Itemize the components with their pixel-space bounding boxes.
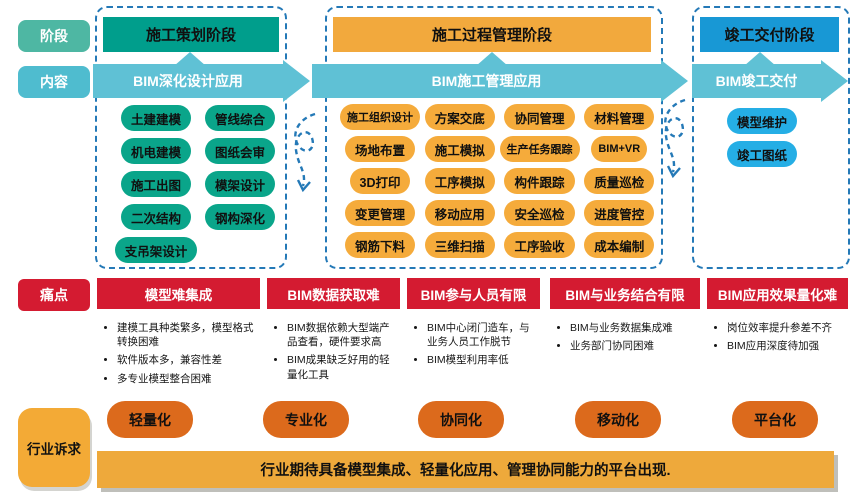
- row-label-content: 内容: [18, 66, 90, 98]
- app-pill: 工序模拟: [424, 168, 495, 194]
- phase-group-planning: [95, 6, 287, 269]
- pain-bullet: BIM模型利用率低: [427, 353, 540, 367]
- app-pill: 钢构深化: [204, 204, 275, 230]
- app-pill: 工序验收: [504, 232, 575, 258]
- arrow-right-icon: [661, 60, 688, 102]
- app-pill: 竣工图纸: [726, 141, 797, 167]
- pain-column: BIM应用效果量化难岗位效率提升参差不齐 BIM应用深度待加强: [707, 278, 848, 357]
- app-pill: 管线综合: [204, 105, 275, 131]
- content-arrow-label: BIM深化设计应用: [93, 64, 283, 98]
- content-arrow-label: BIM竣工交付: [692, 64, 821, 98]
- pain-header: BIM与业务结合有限: [550, 278, 700, 309]
- app-pill: BIM+VR: [591, 136, 648, 162]
- row-label-pain: 痛点: [18, 279, 90, 311]
- phase-group-handover: [692, 6, 850, 269]
- app-pill: 安全巡检: [504, 200, 575, 226]
- pain-header: 模型难集成: [97, 278, 260, 309]
- app-pill: 移动应用: [424, 200, 495, 226]
- pain-bullet: 多专业模型整合困难: [117, 372, 260, 386]
- pain-column: 模型难集成建模工具种类繁多，模型格式转换困难软件版本多，兼容性差多专业模型整合困…: [97, 278, 260, 390]
- pain-header: BIM数据获取难: [267, 278, 400, 309]
- app-pill: 施工出图: [120, 171, 191, 197]
- app-pill: 方案交底: [424, 104, 495, 130]
- industry-expectation-banner: 行业期待具备模型集成、轻量化应用、管理协同能力的平台出现.: [97, 451, 834, 488]
- app-pill: 土建建模: [120, 105, 191, 131]
- app-pill: 场地布置: [344, 136, 415, 162]
- content-arrow-handover: BIM竣工交付: [692, 51, 849, 102]
- row-label-demand: 行业诉求: [18, 408, 90, 487]
- pain-bullet-list: BIM数据依赖大型端产品查看，硬件要求高 BIM成果缺乏好用的轻量化工具: [273, 321, 400, 382]
- pain-bullet-list: BIM与业务数据集成难业务部门协同困难: [556, 321, 700, 353]
- pointer-up-icon: [476, 52, 508, 66]
- pain-bullet: BIM应用深度待加强: [727, 339, 848, 353]
- pain-bullet-list: 岗位效率提升参差不齐 BIM应用深度待加强: [713, 321, 848, 353]
- pain-bullet: 岗位效率提升参差不齐: [727, 321, 848, 335]
- app-pill: 施工组织设计: [340, 104, 420, 130]
- dashed-cycle-arrow-icon: [664, 98, 686, 179]
- phase-header-handover: 竣工交付阶段: [700, 17, 839, 52]
- phase1-pill-column-1: 土建建模机电建模施工出图二次结构支吊架设计: [112, 105, 200, 263]
- app-pill: 成本编制: [584, 232, 655, 258]
- demand-pill: 平台化: [732, 401, 818, 438]
- row-label-phase: 阶段: [18, 20, 90, 52]
- pain-bullet: BIM成果缺乏好用的轻量化工具: [287, 353, 400, 381]
- content-arrow-label: BIM施工管理应用: [312, 64, 661, 98]
- pain-column: BIM参与人员有限 BIM中心闭门造车，与业务人员工作脱节 BIM模型利用率低: [407, 278, 540, 372]
- pain-column: BIM数据获取难 BIM数据依赖大型端产品查看，硬件要求高 BIM成果缺乏好用的轻量…: [267, 278, 400, 386]
- app-pill: 生产任务跟踪: [499, 136, 580, 162]
- pain-header: BIM参与人员有限: [407, 278, 540, 309]
- pain-bullet-list: 建模工具种类繁多，模型格式转换困难软件版本多，兼容性差多专业模型整合困难: [103, 321, 260, 386]
- app-pill: 支吊架设计: [114, 237, 198, 263]
- app-pill: 二次结构: [120, 204, 191, 230]
- dashed-cycle-arrow-icon: [294, 112, 316, 193]
- phase1-pill-column-2: 管线综合图纸会审模架设计钢构深化: [198, 105, 282, 230]
- app-pill: 进度管控: [584, 200, 655, 226]
- app-pill: 协同管理: [504, 104, 575, 130]
- pain-bullet-list: BIM中心闭门造车，与业务人员工作脱节 BIM模型利用率低: [413, 321, 540, 368]
- app-pill: 三维扫描: [424, 232, 495, 258]
- content-arrow-process: BIM施工管理应用: [312, 51, 689, 102]
- content-arrow-planning: BIM深化设计应用: [93, 51, 310, 102]
- pain-header: BIM应用效果量化难: [707, 278, 848, 309]
- pain-bullet: 业务部门协同困难: [570, 339, 700, 353]
- phase2-pill-grid: 施工组织设计方案交底协同管理材料管理场地布置施工模拟生产任务跟踪 BIM+VR 3D…: [340, 104, 656, 258]
- app-pill: 模架设计: [204, 171, 275, 197]
- app-pill: 钢筋下料: [344, 232, 415, 258]
- app-pill: 施工模拟: [424, 136, 495, 162]
- phase-header-process: 施工过程管理阶段: [333, 17, 651, 52]
- phase3-pill-column: 模型维护竣工图纸: [722, 108, 802, 167]
- pain-column: BIM与业务结合有限 BIM与业务数据集成难业务部门协同困难: [550, 278, 700, 357]
- app-pill: 构件跟踪: [504, 168, 575, 194]
- app-pill: 材料管理: [584, 104, 655, 130]
- demand-pill: 专业化: [263, 401, 349, 438]
- pain-bullet: 建模工具种类繁多，模型格式转换困难: [117, 321, 260, 349]
- app-pill: 模型维护: [726, 108, 797, 134]
- pointer-up-icon: [744, 52, 776, 66]
- app-pill: 图纸会审: [204, 138, 275, 164]
- arrow-right-icon: [283, 60, 310, 102]
- phase-header-planning: 施工策划阶段: [103, 17, 279, 52]
- phase-group-process: [325, 6, 663, 269]
- app-pill: 变更管理: [344, 200, 415, 226]
- pointer-up-icon: [174, 52, 206, 66]
- demand-pill: 移动化: [575, 401, 661, 438]
- app-pill: 机电建模: [120, 138, 191, 164]
- demand-pill: 轻量化: [107, 401, 193, 438]
- app-pill: 3D打印: [349, 168, 411, 194]
- demand-pill: 协同化: [418, 401, 504, 438]
- arrow-right-icon: [821, 60, 848, 102]
- pain-bullet: 软件版本多，兼容性差: [117, 353, 260, 367]
- pain-bullet: BIM中心闭门造车，与业务人员工作脱节: [427, 321, 540, 349]
- app-pill: 质量巡检: [584, 168, 655, 194]
- pain-bullet: BIM与业务数据集成难: [570, 321, 700, 335]
- pain-bullet: BIM数据依赖大型端产品查看，硬件要求高: [287, 321, 400, 349]
